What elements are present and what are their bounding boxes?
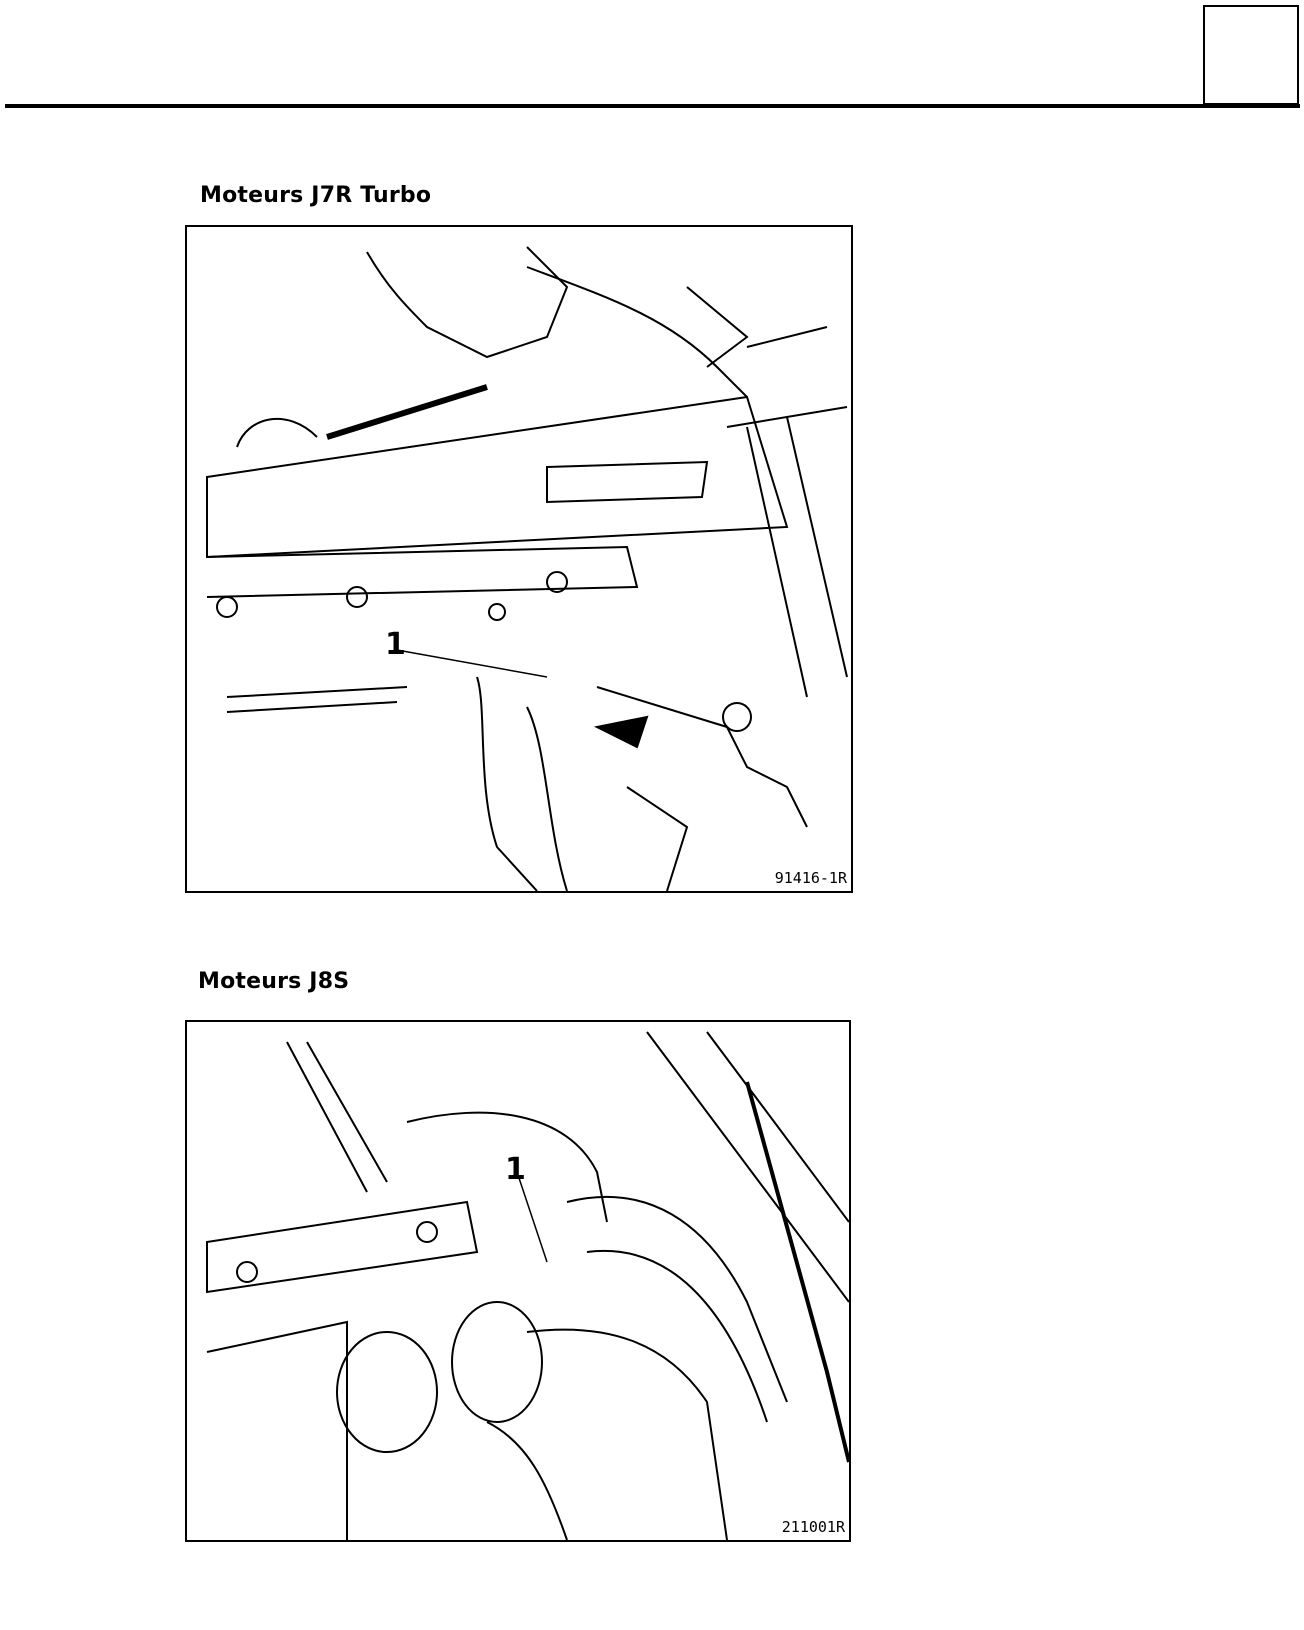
engine-illustration-j7r [206, 246, 848, 891]
figure-1-callout: 1 [385, 627, 406, 662]
figure-1-engine-drawing: 1 91416-1R [185, 225, 853, 893]
figure-2-engine-drawing: 1 211001R [185, 1020, 851, 1542]
figure-2-caption: Moteurs J8S [198, 969, 350, 994]
page-corner-box [1203, 5, 1299, 105]
header-rule [5, 104, 1300, 108]
engine-illustration-j8s [206, 1031, 849, 1540]
figure-1-caption: Moteurs J7R Turbo [200, 183, 432, 208]
figure-1-reference: 91416-1R [774, 869, 847, 887]
figure-2-callout: 1 [505, 1152, 526, 1187]
figure-2-reference: 211001R [781, 1518, 845, 1536]
